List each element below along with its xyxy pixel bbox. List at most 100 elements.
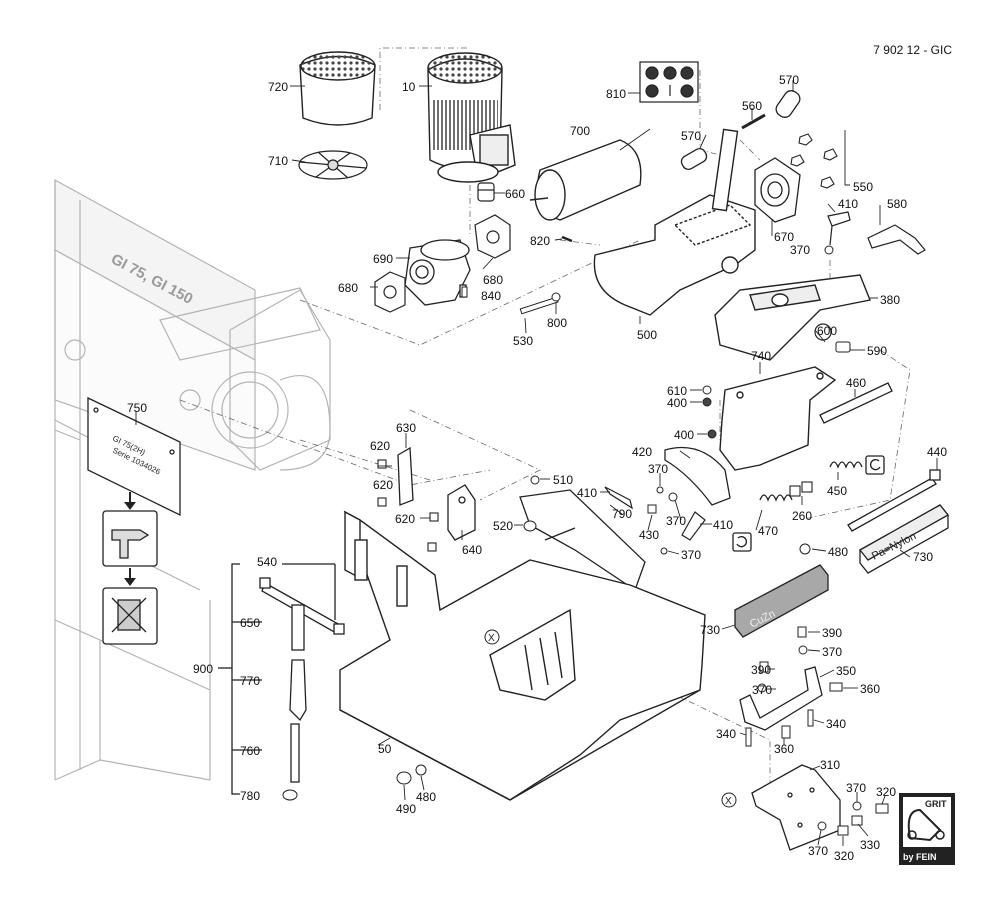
part-label-p410c: 410: [713, 518, 734, 532]
grit-logo-bottom: by FEIN: [903, 852, 937, 862]
part-label-p740: 740: [751, 349, 772, 363]
grit-logo-top: GRIT: [925, 799, 947, 809]
arrow-head-icon-2: [124, 578, 136, 586]
star-coupling-680b: [474, 214, 511, 259]
mount-310: [751, 764, 841, 851]
part-label-p390a: 390: [822, 626, 843, 640]
part-400a: [702, 397, 712, 407]
part-label-p470: 470: [758, 524, 779, 538]
part-label-p720: 720: [268, 80, 289, 94]
washer-370g: [852, 801, 862, 811]
reference-mark-x2: [721, 792, 737, 808]
screw-340b: [745, 727, 752, 747]
washer-370d: [660, 547, 668, 555]
housing-690: [404, 239, 471, 306]
part-label-p790: 790: [612, 507, 633, 521]
part-label-p570a: 570: [779, 73, 800, 87]
guide-plate-380: [714, 274, 871, 361]
part-label-p360a: 360: [860, 682, 881, 696]
part-label-p620c: 620: [395, 512, 416, 526]
part-label-p370d: 370: [681, 548, 702, 562]
screw-530: [519, 296, 559, 315]
part-label-p680b: 680: [338, 281, 359, 295]
rotation-icon-ccw: [732, 532, 752, 552]
part-label-p10: 10: [402, 80, 416, 94]
washer-370b: [656, 486, 664, 494]
part-label-p410a: 410: [838, 197, 859, 211]
background-machine: [54, 178, 331, 781]
part-label-p610: 610: [667, 384, 688, 398]
part-label-p620b: 620: [373, 478, 394, 492]
part-label-p900: 900: [193, 662, 214, 676]
pictogram-panel-810: [639, 61, 699, 103]
part-label-p480b: 480: [416, 790, 437, 804]
part-label-p700: 700: [570, 124, 591, 138]
part-label-p630: 630: [396, 421, 417, 435]
part-label-p670: 670: [774, 230, 795, 244]
grit-logo: [899, 793, 955, 865]
washer-370h: [817, 821, 827, 831]
washer-370f: [757, 683, 767, 693]
part-label-p370g: 370: [846, 781, 867, 795]
part-label-p760: 760: [240, 744, 261, 758]
drill-icon: [102, 510, 158, 567]
screw-840: [461, 286, 468, 298]
lever-410c: [681, 511, 706, 541]
part-label-p330: 330: [860, 838, 881, 852]
lever-410a: [827, 211, 851, 246]
part-label-p370e: 370: [822, 645, 843, 659]
screw-390a: [797, 626, 807, 638]
washer-370c: [668, 492, 678, 502]
screw-320a: [875, 803, 889, 814]
coupling-660: [477, 182, 495, 202]
part-label-p370a: 370: [790, 243, 811, 257]
part-label-p540: 540: [257, 555, 278, 569]
part-label-p590: 590: [867, 344, 888, 358]
part-label-p820: 820: [530, 234, 551, 248]
part-label-p580: 580: [887, 197, 908, 211]
cap-780: [282, 789, 298, 801]
screw-320b: [837, 825, 849, 836]
part-label-p780: 780: [240, 789, 261, 803]
bracket-640: [447, 484, 476, 541]
part-label-p370f: 370: [752, 683, 773, 697]
leader-lines: [135, 80, 938, 846]
rotation-icon-cw: [865, 455, 885, 475]
star-coupling-680a: [374, 271, 406, 313]
screw-340a: [807, 709, 814, 727]
type-plate-750: [87, 396, 181, 517]
screw-390b: [759, 661, 769, 673]
part-label-p370c: 370: [666, 514, 687, 528]
spring-450: [829, 461, 863, 469]
reference-mark-x2-text: X: [725, 796, 732, 807]
part-label-p360b: 360: [774, 742, 795, 756]
screw-760: [290, 723, 300, 783]
part-label-p660: 660: [505, 187, 526, 201]
bracket-500: [593, 128, 756, 316]
part-label-p370h: 370: [808, 844, 829, 858]
part-label-p410b: 410: [577, 486, 598, 500]
reference-mark-x1-text: X: [488, 633, 495, 644]
part-label-p680a: 680: [483, 273, 504, 287]
washer-370a: [824, 245, 834, 255]
part-label-p340b: 340: [716, 727, 737, 741]
screw-360a: [829, 682, 843, 692]
bracket-630: [397, 446, 414, 506]
flange-bearing-670: [754, 157, 801, 223]
part-label-p310: 310: [820, 758, 841, 772]
arm-740: [719, 366, 837, 471]
fan-cover-720: [299, 51, 376, 126]
part-520: [523, 520, 537, 532]
part-label-p380: 380: [880, 293, 901, 307]
part-label-p420: 420: [632, 445, 653, 459]
arrow-head-icon: [124, 502, 136, 510]
pin-560: [741, 113, 766, 130]
screw-430: [647, 504, 657, 514]
part-label-p440: 440: [927, 445, 948, 459]
part-label-p620a: 620: [370, 439, 391, 453]
roller-700: [529, 139, 642, 221]
part-label-p730a: 730: [913, 550, 934, 564]
screwdriver-770: [289, 659, 307, 722]
recycle-bin-icon: [102, 587, 158, 645]
